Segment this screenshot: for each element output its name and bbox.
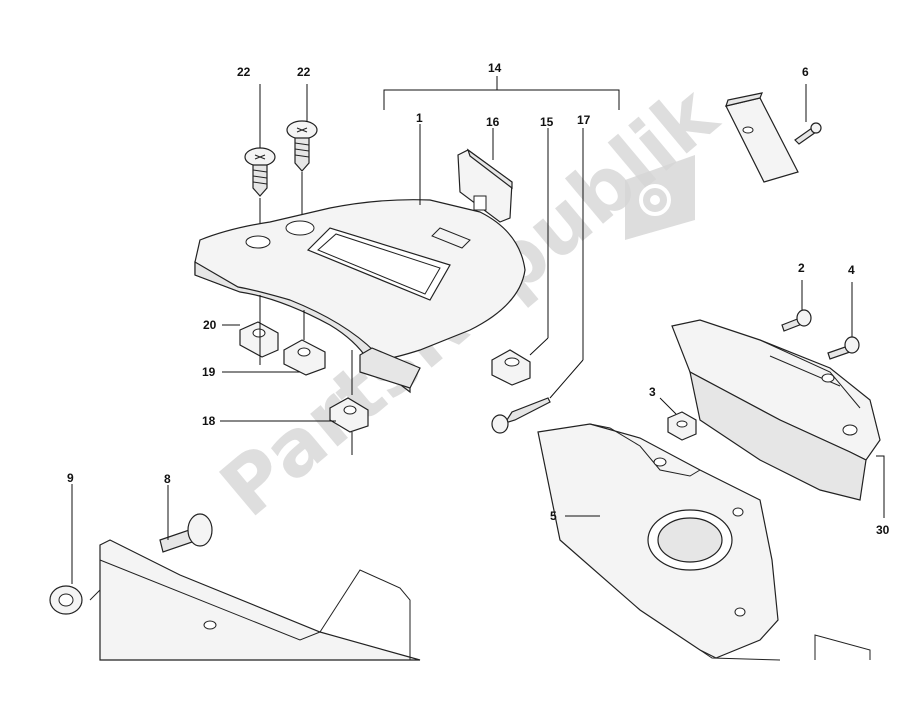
luggage-carrier-plate [194,199,526,394]
bolt-8 [159,513,213,553]
callout-16: 16 [486,115,500,129]
callout-9: 9 [67,471,74,485]
clip-nut-19 [283,339,326,376]
nut-3 [667,411,697,441]
screw-22-left [244,147,276,197]
screw-2 [781,309,812,332]
screw-4 [827,336,860,360]
callout-8: 8 [164,472,171,486]
callout-14: 14 [488,61,502,75]
callout-4: 4 [848,263,855,277]
washer-9 [49,585,83,615]
bracket-16 [457,148,513,223]
callout-5: 5 [550,509,557,523]
frame-section [89,539,421,661]
plate-6 [725,92,822,183]
callout-6: 6 [802,65,809,79]
callout-18: 18 [202,414,216,428]
clip-nut-18 [329,397,369,433]
callout-3: 3 [649,385,656,399]
callout-labels: 22 22 14 1 16 15 17 6 2 4 20 19 18 3 9 8… [67,61,890,537]
callout-30: 30 [876,523,890,537]
spacer-15 [491,349,531,386]
gear-icon [625,155,695,240]
callout-17: 17 [577,113,591,127]
rivet-17 [491,397,551,434]
side-panel-30 [671,319,881,501]
callout-22-right: 22 [297,65,311,79]
callout-2: 2 [798,261,805,275]
screw-22-right [286,120,318,172]
clip-nut-20 [239,321,279,358]
callout-19: 19 [202,365,216,379]
cover-plate-5 [537,423,781,661]
callout-15: 15 [540,115,554,129]
callout-1: 1 [416,111,423,125]
callout-20: 20 [203,318,217,332]
callout-22-left: 22 [237,65,251,79]
